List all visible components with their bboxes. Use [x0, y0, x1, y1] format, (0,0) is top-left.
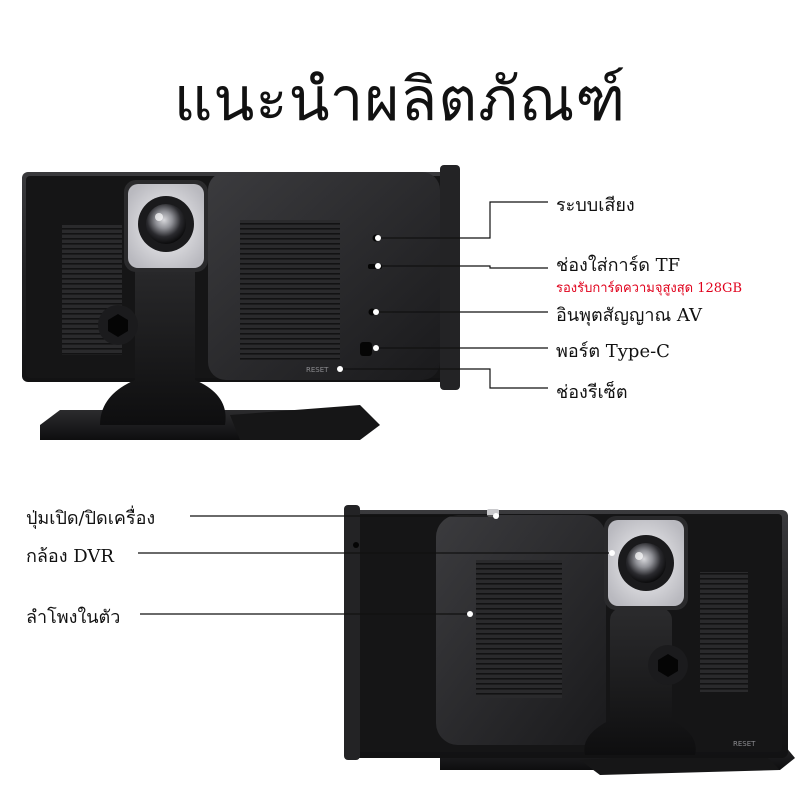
reset-print: RESET — [306, 366, 329, 374]
label-reset-hole: ช่องรีเซ็ต — [556, 382, 628, 403]
page-title: แนะนำผลิตภัณฑ์ — [173, 65, 627, 135]
dvr-lens-icon-bottom — [626, 543, 666, 583]
bottom-callout-lines — [138, 515, 612, 615]
label-power-button: ปุ่มเปิด/ปิดเครื่อง — [26, 508, 156, 529]
top-callout-lines — [340, 201, 548, 389]
power-button-icon — [353, 542, 359, 548]
label-typec-port: พอร์ต Type-C — [556, 341, 670, 362]
dvr-lens-icon — [146, 204, 186, 244]
reset-print-bottom: RESET — [733, 740, 756, 748]
label-tf-capacity: รองรับการ์ดความจุสูงสุด 128GB — [556, 281, 742, 296]
label-audio: ระบบเสียง — [556, 195, 635, 216]
label-speaker: ลำโพงในตัว — [26, 607, 121, 628]
top-device: RESET — [22, 165, 460, 440]
mount-stand-bottom — [584, 603, 696, 755]
label-tf-slot: ช่องใส่การ์ด TF — [556, 255, 681, 276]
speaker-grill-right — [700, 572, 748, 692]
label-dvr-camera: กล้อง DVR — [26, 546, 114, 567]
speaker-grill-bottom — [476, 560, 562, 698]
speaker-grill-top — [240, 220, 340, 360]
mount-knob-icon-bottom — [658, 654, 678, 677]
mount-stand — [100, 248, 226, 425]
bottom-device: RESET — [344, 505, 795, 775]
typec-port-icon — [360, 342, 372, 356]
mount-knob-icon — [108, 314, 128, 337]
label-av-input: อินพุตสัญญาณ AV — [556, 305, 702, 326]
